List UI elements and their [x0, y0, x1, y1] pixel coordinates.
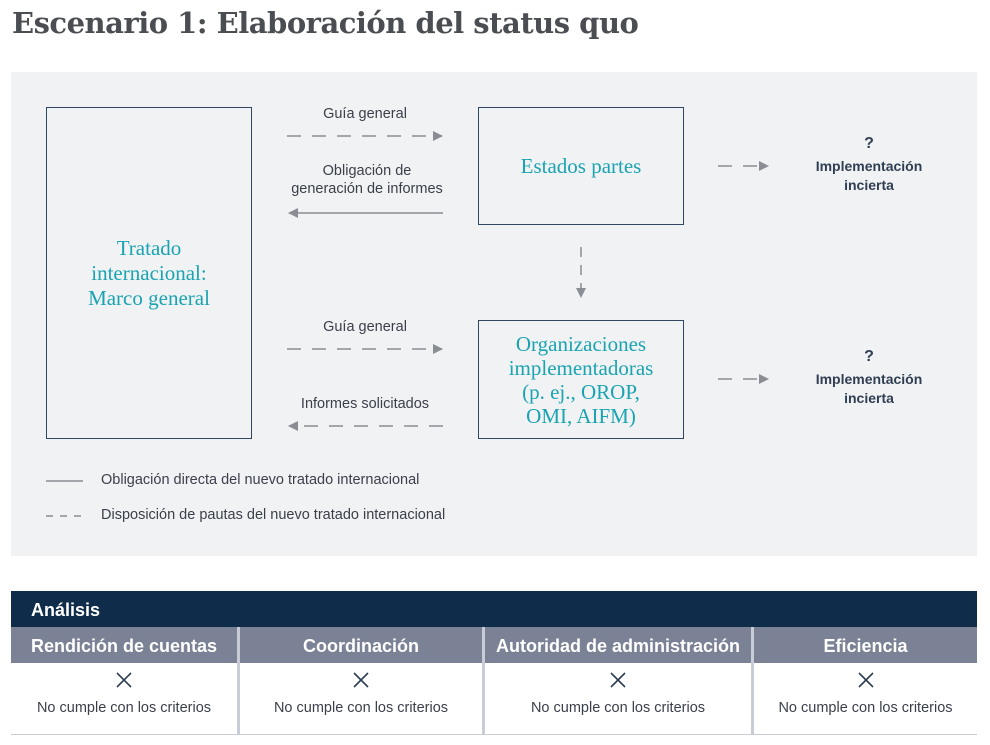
obligacion-label-line1: Obligación de [322, 163, 412, 179]
col-header-coordinacion: Coordinación [240, 627, 482, 663]
tratado-line1: Tratado [116, 235, 182, 260]
obligacion-label: Obligación de generación de informes [277, 162, 457, 198]
obligacion-label-line2: generación de informes [291, 181, 443, 197]
diagram-panel: Tratado internacional: Marco general Est… [11, 72, 977, 556]
estados-box: Estados partes [478, 107, 684, 225]
organizaciones-box: Organizaciones implementadoras (p. ej., … [478, 320, 684, 439]
implementacion-line2-bottom: incierta [844, 390, 894, 406]
criteria-text: No cumple con los criterios [778, 700, 953, 716]
tratado-line2: internacional: [91, 260, 207, 285]
col-body-eficiencia: No cumple con los criterios [754, 663, 977, 735]
tratado-line3: Marco general [88, 285, 210, 310]
criteria-text: No cumple con los criterios [530, 700, 706, 716]
col-header-autoridad: Autoridad de administración [485, 627, 751, 663]
col-header-rendicion: Rendición de cuentas [11, 627, 237, 663]
informes-label: Informes solicitados [300, 396, 430, 412]
cross-icon [610, 672, 626, 688]
col-body-autoridad: No cumple con los criterios [485, 663, 751, 735]
cross-icon [353, 672, 369, 688]
organizaciones-line3: (p. ej., OROP, [522, 379, 640, 404]
implementacion-incierta-top: ? Implementación incierta [802, 134, 936, 195]
implementacion-line2-top: incierta [844, 177, 894, 193]
column-divider [482, 627, 485, 735]
table-bottom-border [11, 734, 977, 735]
legend-dashed-text: Disposición de pautas del nuevo tratado … [101, 507, 446, 523]
implementacion-line1-top: Implementación [815, 158, 923, 174]
cross-icon [857, 672, 874, 688]
col-body-coordinacion: No cumple con los criterios [240, 663, 482, 735]
diagram-connectors [46, 131, 769, 517]
organizaciones-line1: Organizaciones [515, 331, 647, 356]
analysis-header: Análisis [11, 591, 977, 627]
guia-general-label-top: Guía general [323, 106, 407, 122]
tratado-box: Tratado internacional: Marco general [46, 107, 252, 439]
legend-solid-text: Obligación directa del nuevo tratado int… [101, 472, 420, 488]
implementacion-incierta-bottom: ? Implementación incierta [802, 347, 936, 408]
cross-icon [116, 672, 132, 688]
estados-label: Estados partes [520, 153, 642, 178]
column-divider [751, 627, 754, 735]
organizaciones-line4: OMI, AIFM) [526, 403, 636, 428]
col-body-rendicion: No cumple con los criterios [11, 663, 237, 735]
page-title: Escenario 1: Elaboración del status quo [12, 6, 639, 40]
implementacion-line1-bottom: Implementación [815, 371, 923, 387]
question-mark-top: ? [864, 135, 874, 152]
organizaciones-line2: implementadoras [508, 355, 654, 380]
guia-general-label-bottom: Guía general [323, 319, 407, 335]
criteria-text: No cumple con los criterios [273, 700, 449, 716]
column-divider [237, 627, 240, 735]
col-header-eficiencia: Eficiencia [754, 627, 977, 663]
criteria-text: No cumple con los criterios [36, 700, 212, 716]
question-mark-bottom: ? [864, 348, 874, 365]
